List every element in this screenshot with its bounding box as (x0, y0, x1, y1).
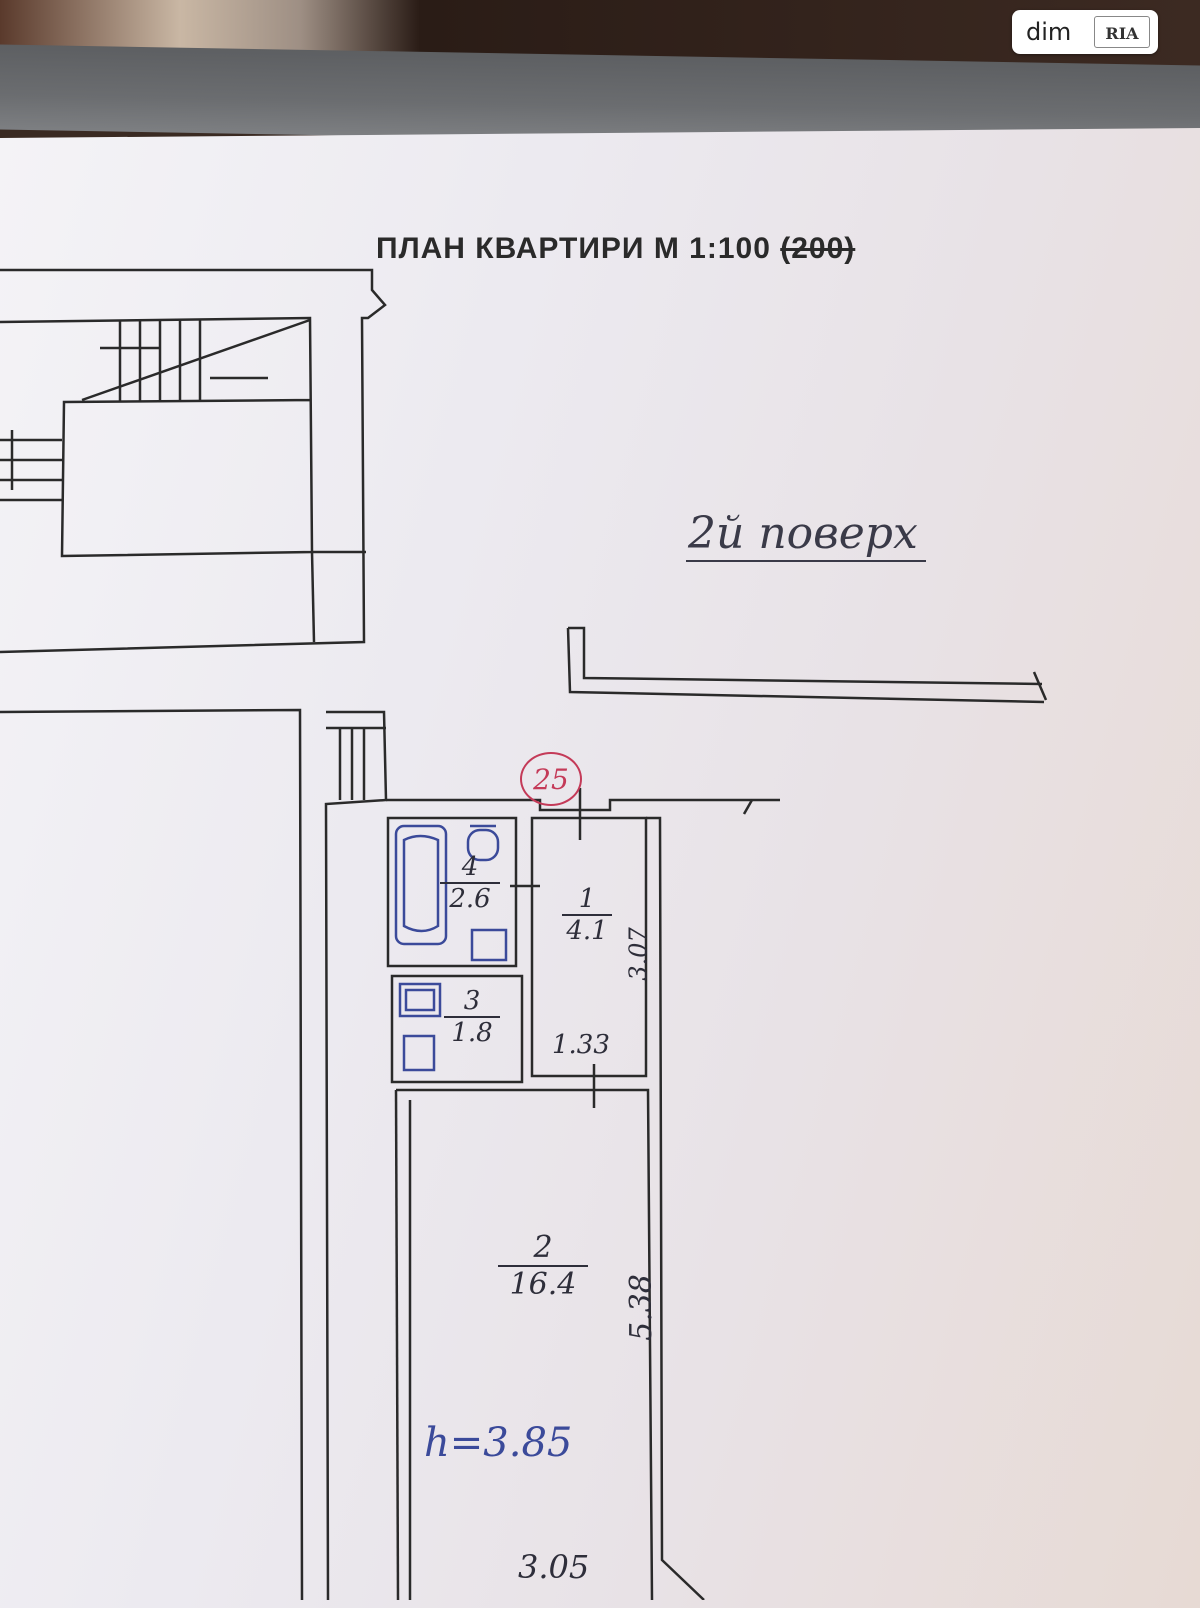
room-wc-label: 3 1.8 (444, 986, 500, 1048)
living-room-outline (396, 1088, 654, 1600)
dim-hall-width: 1.33 (552, 1030, 610, 1060)
room-hall-label: 1 4.1 (562, 884, 612, 946)
dim-living-width: 3.05 (518, 1548, 590, 1586)
watermark-text: dim (1026, 18, 1072, 46)
ria-logo: RIA (1094, 16, 1150, 48)
ceiling-height-note: h=3.85 (424, 1420, 573, 1466)
plan-title-struck-scale: (200) (780, 232, 856, 265)
plan-title: ПЛАН КВАРТИРИ М 1:100 (200) (376, 232, 855, 266)
svg-text:RIA: RIA (1105, 24, 1139, 43)
watermark-badge: dim RIA (1012, 10, 1158, 54)
room-number: 4 (440, 852, 500, 884)
dim-hall-length: 3.07 (624, 927, 653, 981)
room-living-label: 2 16.4 (498, 1230, 588, 1302)
dim-living-length: 5.38 (623, 1274, 659, 1341)
room-number: 1 (562, 884, 612, 916)
bathroom-outline (386, 816, 518, 968)
room-area: 4.1 (566, 916, 608, 946)
room-area: 16.4 (509, 1267, 577, 1302)
hall-outline (530, 816, 648, 1078)
stair-inner (0, 316, 314, 558)
wc-outline (390, 974, 524, 1084)
plan-lines (0, 268, 1048, 1600)
plan-title-main: ПЛАН КВАРТИРИ М 1:100 (376, 232, 771, 265)
unit-number-stamp: 25 (520, 752, 582, 806)
room-bath-label: 4 2.6 (440, 852, 500, 914)
room-area: 2.6 (449, 884, 491, 914)
room-number: 2 (498, 1230, 588, 1267)
room-area: 1.8 (451, 1018, 493, 1048)
room-number: 3 (444, 986, 500, 1018)
stair-outline (0, 268, 387, 654)
floor-label: 2й поверх (686, 508, 926, 562)
